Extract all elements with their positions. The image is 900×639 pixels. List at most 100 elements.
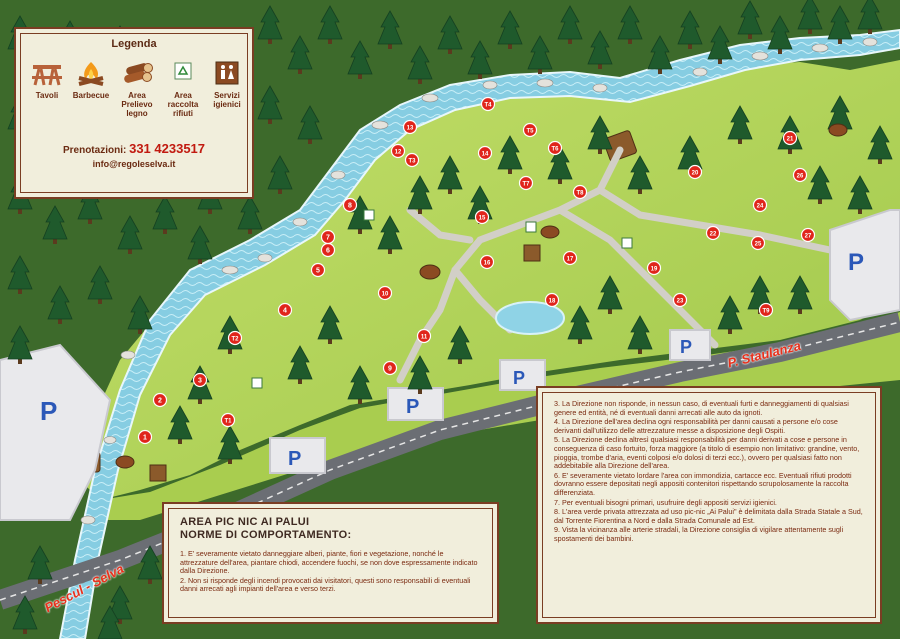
- legend-item-barbecue: Barbecue: [68, 59, 114, 100]
- table-marker[interactable]: 9: [382, 360, 398, 376]
- legend-item-tables: Tavoli: [24, 59, 70, 100]
- toilet-icon: [523, 244, 541, 262]
- table-marker[interactable]: 20: [687, 164, 703, 180]
- tent-marker[interactable]: T8: [572, 184, 588, 200]
- marker-label: 14: [482, 152, 489, 158]
- tent-marker[interactable]: T7: [518, 175, 534, 191]
- tree: [707, 25, 733, 64]
- table-marker[interactable]: 14: [477, 145, 493, 161]
- marker-label: T2: [231, 337, 239, 343]
- phone-number[interactable]: 331 4233517: [129, 141, 206, 156]
- marker-label: T5: [526, 129, 534, 135]
- table-marker[interactable]: 4: [277, 302, 293, 318]
- table-marker[interactable]: 22: [705, 225, 721, 241]
- table-marker[interactable]: 21: [782, 130, 798, 146]
- marker-label: 17: [567, 257, 574, 263]
- tree: [797, 0, 823, 34]
- tree: [287, 35, 313, 74]
- parking-label: P: [680, 337, 692, 357]
- tree: [447, 325, 473, 364]
- parking-label: P: [406, 396, 419, 418]
- tent-marker[interactable]: T6: [547, 140, 563, 156]
- parking-labels: P P P P P P: [40, 249, 864, 470]
- tree: [167, 405, 193, 444]
- booking-label: Prenotazioni:: [62, 145, 127, 156]
- table-marker[interactable]: 3: [192, 372, 208, 388]
- marker-label: 25: [755, 242, 762, 248]
- table-marker[interactable]: 12: [390, 143, 406, 159]
- tree: [137, 545, 163, 584]
- tent-marker[interactable]: T1: [220, 412, 236, 428]
- recycling-icon: [174, 62, 192, 80]
- recycling-points: [251, 209, 633, 389]
- recycling-icon: [363, 209, 375, 221]
- marker-label: T4: [484, 103, 492, 109]
- picnic-table-icon: [32, 65, 62, 86]
- table-marker[interactable]: 25: [750, 235, 766, 251]
- rule-4: 4. La Direzione dell'area declina ogni r…: [554, 417, 838, 435]
- marker-label: T6: [551, 147, 559, 153]
- tent-marker[interactable]: T9: [758, 302, 774, 318]
- table-marker[interactable]: 1: [137, 429, 153, 445]
- toilet-icon: [149, 464, 167, 482]
- recycling-icon: [621, 237, 633, 249]
- marker-label: T7: [522, 182, 530, 188]
- tree: [587, 30, 613, 69]
- tree: [787, 275, 813, 314]
- marker-label: 24: [757, 204, 764, 210]
- table-marker[interactable]: 13: [402, 119, 418, 135]
- marker-label: T9: [762, 309, 770, 315]
- tent-marker[interactable]: T4: [480, 96, 496, 112]
- table-marker[interactable]: 2: [152, 392, 168, 408]
- tree: [117, 215, 143, 254]
- legend-panel: Legenda Tavoli Barbecue Area Prelievo le…: [14, 27, 254, 199]
- tree: [317, 305, 343, 344]
- legend-label-toilets: Servizi igienici: [213, 91, 241, 109]
- table-marker[interactable]: 11: [416, 328, 432, 344]
- email-address[interactable]: info@regoleselva.it: [92, 159, 176, 169]
- tent-marker[interactable]: T2: [227, 330, 243, 346]
- legend-title: Legenda: [111, 38, 157, 50]
- table-marker[interactable]: 27: [800, 227, 816, 243]
- legend-label-barbecue: Barbecue: [72, 91, 110, 100]
- table-marker[interactable]: 10: [377, 285, 393, 301]
- table-marker[interactable]: 17: [562, 250, 578, 266]
- tree: [557, 5, 583, 44]
- tree: [497, 10, 523, 49]
- marker-label: 2: [158, 398, 162, 405]
- legend-label-tables: Tavoli: [35, 91, 59, 100]
- marker-label: 12: [395, 150, 402, 156]
- table-marker[interactable]: 5: [310, 262, 326, 278]
- tree: [377, 10, 403, 49]
- tree: [407, 45, 433, 84]
- tree: [717, 295, 743, 334]
- table-marker[interactable]: 8: [342, 197, 358, 213]
- table-marker[interactable]: 15: [474, 209, 490, 225]
- table-marker[interactable]: 16: [479, 254, 495, 270]
- tree: [677, 10, 703, 49]
- tree: [347, 40, 373, 79]
- table-marker[interactable]: 19: [646, 260, 662, 276]
- table-marker[interactable]: 7: [320, 229, 336, 245]
- tree: [127, 295, 153, 334]
- tree: [857, 0, 883, 34]
- table-marker[interactable]: 24: [752, 197, 768, 213]
- table-marker[interactable]: 23: [672, 292, 688, 308]
- tree: [152, 195, 178, 234]
- tree: [437, 155, 463, 194]
- marker-label: 9: [388, 366, 392, 373]
- firewood-icon: [540, 225, 560, 239]
- table-marker[interactable]: 6: [320, 242, 336, 258]
- tree: [347, 365, 373, 404]
- tree: [847, 175, 873, 214]
- tent-marker[interactable]: T3: [404, 152, 420, 168]
- tent-marker[interactable]: T5: [522, 122, 538, 138]
- marker-label: 21: [787, 137, 794, 143]
- table-marker[interactable]: 26: [792, 167, 808, 183]
- rule-3: 3. La Direzione non risponde, in nessun …: [554, 399, 849, 417]
- tree: [737, 0, 763, 39]
- tree: [437, 15, 463, 54]
- tree: [547, 145, 573, 184]
- table-marker[interactable]: 18: [544, 292, 560, 308]
